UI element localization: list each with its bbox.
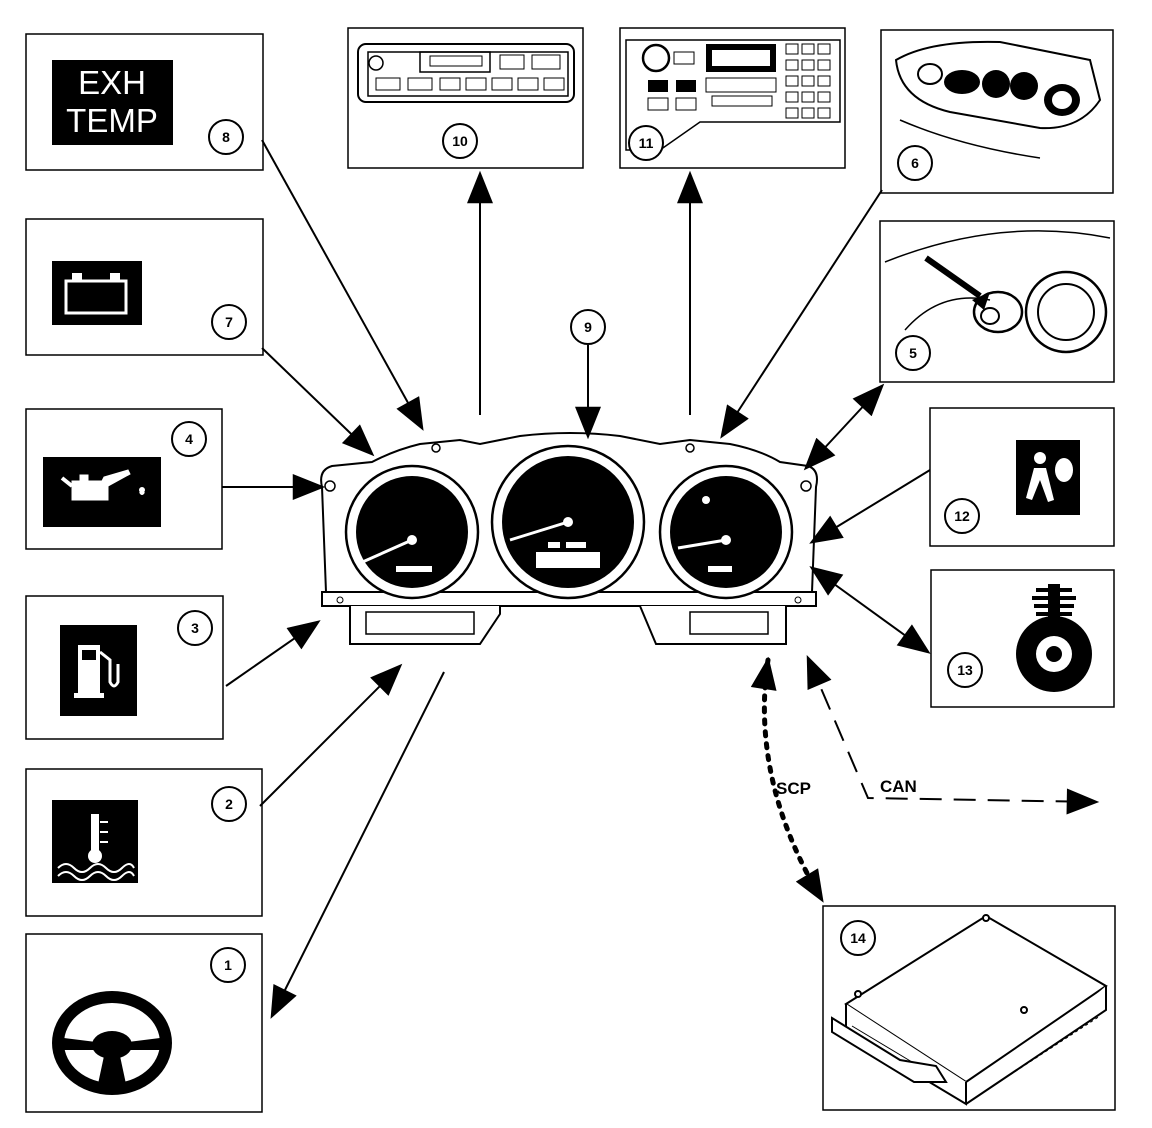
callout-7: 7	[225, 314, 233, 330]
can-bus-link	[806, 655, 1100, 815]
callout-6: 6	[911, 155, 919, 171]
panel-control-module: 14	[822, 905, 1116, 1111]
panel-battery: 7	[25, 218, 264, 356]
callout-8: 8	[222, 129, 230, 145]
callout-9: 9	[584, 319, 592, 335]
steering-wheel-icon	[52, 991, 172, 1095]
arrow-12	[809, 469, 931, 544]
speedometer	[490, 444, 646, 600]
panel-fuel: 3	[25, 595, 224, 740]
phone-radio-head-unit	[625, 39, 841, 151]
ignition-switch-icon	[884, 230, 1111, 354]
callout-11: 11	[639, 135, 654, 151]
instrument-cluster	[320, 432, 818, 645]
radio-cassette-unit	[357, 43, 575, 103]
scp-bus-link	[750, 656, 825, 903]
panel-airbag: 12	[929, 407, 1115, 547]
panel-steering-wheel: 1	[25, 933, 263, 1113]
fuel-pump-icon	[74, 645, 120, 698]
arrow-6	[720, 189, 883, 439]
exh-temp-lamp	[52, 60, 173, 145]
callout-1: 1	[224, 957, 232, 973]
battery-icon	[64, 273, 128, 315]
callout-13: 13	[957, 662, 973, 678]
panel-steering-switches: 6	[880, 29, 1114, 194]
left-gauge	[344, 464, 480, 600]
panel-coolant: 2	[25, 768, 263, 917]
scp-label: SCP	[776, 779, 811, 798]
right-gauge	[658, 464, 794, 600]
connector-arrows	[222, 139, 1100, 1019]
callout-10: 10	[452, 133, 468, 149]
exh-temp-line1: EXH	[78, 64, 146, 101]
exh-temp-line2: TEMP	[66, 102, 158, 139]
arrow-1	[270, 671, 445, 1019]
arrow-7	[261, 347, 375, 457]
arrow-13	[809, 566, 931, 654]
arrow-5	[803, 383, 885, 471]
panel-ignition: 5	[879, 220, 1115, 383]
panel-horn: 13	[930, 569, 1115, 708]
callout-4: 4	[185, 431, 193, 447]
callout-2: 2	[225, 796, 233, 812]
panel-exh-temp: EXH TEMP 8	[25, 33, 264, 171]
can-label: CAN	[880, 777, 917, 796]
callout-3: 3	[191, 620, 199, 636]
oil-can-icon	[60, 469, 145, 501]
arrow-2	[259, 663, 403, 807]
callout-14: 14	[850, 930, 866, 946]
panel-oil-pressure: 4	[25, 408, 223, 550]
callout-5: 5	[909, 345, 917, 361]
callout-8-circle	[208, 119, 244, 155]
panel-head-unit: 11	[619, 27, 846, 169]
airbag-warning-icon	[1026, 452, 1073, 502]
control-module-icon	[831, 914, 1108, 1106]
steering-wheel-switches-icon	[894, 40, 1102, 159]
arrow-3	[225, 620, 321, 687]
panel-radio: 10	[347, 27, 584, 169]
coolant-temperature-icon	[57, 814, 135, 881]
callout-12: 12	[954, 508, 970, 524]
arrow-8	[261, 139, 424, 431]
